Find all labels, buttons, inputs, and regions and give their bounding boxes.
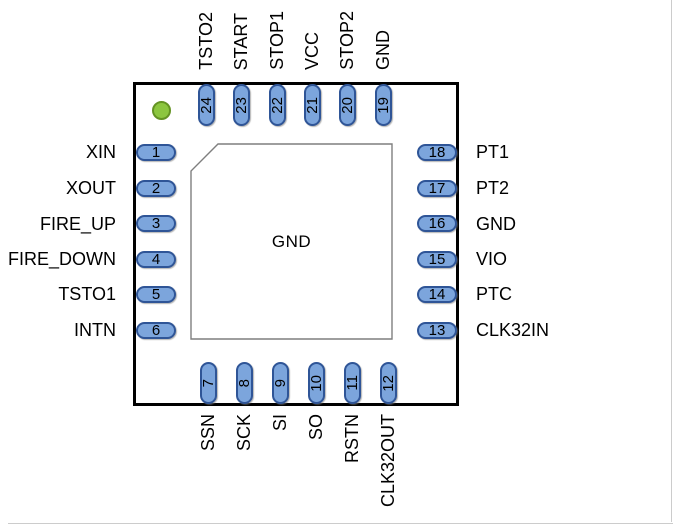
pin-10-label: SO [306, 414, 326, 441]
pin-3-number: 3 [151, 215, 161, 232]
pin-14-label: PTC [476, 284, 512, 304]
pin-2-label: XOUT [65, 178, 116, 198]
pin-15-label: VIO [476, 249, 508, 269]
pin-5-label: TSTO1 [58, 284, 116, 304]
pin-4-label: FIRE_DOWN [8, 249, 116, 269]
pin-18-pad: 18 [417, 144, 457, 161]
pin-20-label: STOP2 [337, 11, 357, 70]
pin-6-pad: 6 [136, 322, 176, 339]
pin-23-number: 23 [233, 96, 250, 114]
pin-24-pad: 24 [198, 84, 215, 126]
pin-9-label: SI [270, 414, 290, 432]
pin-21-number: 21 [304, 96, 321, 114]
pin-7-pad: 7 [200, 362, 217, 404]
pin-20-pad: 20 [339, 84, 356, 126]
pin-13-number: 13 [428, 322, 446, 339]
pin-17-label: PT2 [476, 178, 510, 198]
pin-11-label: RSTN [342, 414, 362, 463]
pin-5-pad: 5 [136, 286, 176, 303]
pin-2-number: 2 [151, 180, 161, 197]
pin-12-number: 12 [380, 374, 397, 392]
pin-14-number: 14 [428, 286, 446, 303]
pin-19-number: 19 [375, 96, 392, 114]
pin-6-number: 6 [151, 322, 161, 339]
pin-14-pad: 14 [417, 286, 457, 303]
pin-1-pad: 1 [136, 144, 176, 161]
pin-13-pad: 13 [417, 322, 457, 339]
pin-16-pad: 16 [417, 215, 457, 232]
pin-24-number: 24 [198, 96, 215, 114]
pin-22-pad: 22 [269, 84, 286, 126]
pin-19-label: GND [373, 30, 393, 70]
pin-5-number: 5 [151, 286, 161, 303]
pin-12-label: CLK32OUT [378, 414, 398, 508]
pin-4-pad: 4 [136, 251, 176, 268]
page-border-right [671, 0, 672, 522]
pin-1-number: 1 [151, 144, 161, 161]
center-thermal-pad [190, 143, 393, 340]
pin-13-label: CLK32IN [476, 320, 550, 340]
pin-8-number: 8 [236, 378, 253, 388]
pin-1-indicator-icon [152, 101, 171, 120]
pin-15-pad: 15 [417, 251, 457, 268]
pin-12-pad: 12 [380, 362, 397, 404]
page-border-bottom [8, 523, 673, 524]
center-pad-label: GND [271, 231, 312, 251]
pin-6-label: INTN [74, 320, 116, 340]
pin-21-label: VCC [302, 31, 322, 70]
pin-23-label: START [231, 12, 251, 70]
pin-9-number: 9 [272, 378, 289, 388]
pin-22-number: 22 [269, 96, 286, 114]
pin-11-number: 11 [344, 375, 361, 391]
pin-10-pad: 10 [308, 362, 325, 404]
pin-24-label: TSTO2 [196, 12, 216, 70]
pin-17-number: 17 [428, 180, 446, 197]
pin-3-label: FIRE_UP [39, 214, 116, 234]
pin-22-label: STOP1 [267, 11, 287, 70]
pin-18-label: PT1 [476, 142, 510, 162]
pin-7-label: SSN [198, 414, 218, 452]
pin-9-pad: 9 [272, 362, 289, 404]
pin-19-pad: 19 [375, 84, 392, 126]
pin-8-label: SCK [234, 414, 254, 452]
pin-8-pad: 8 [236, 362, 253, 404]
pin-15-number: 15 [428, 251, 446, 268]
pin-7-number: 7 [200, 378, 217, 388]
pin-16-number: 16 [428, 215, 446, 232]
pin-16-label: GND [476, 214, 516, 234]
pin-21-pad: 21 [304, 84, 321, 126]
pin-18-number: 18 [428, 144, 446, 161]
pin-23-pad: 23 [233, 84, 250, 126]
pin-4-number: 4 [151, 251, 161, 268]
pin-11-pad: 11 [344, 362, 361, 404]
pin-2-pad: 2 [136, 180, 176, 197]
pin-10-number: 10 [308, 374, 325, 392]
pin-3-pad: 3 [136, 215, 176, 232]
pin-1-label: XIN [85, 142, 116, 162]
pin-20-number: 20 [339, 96, 356, 114]
pin-17-pad: 17 [417, 180, 457, 197]
